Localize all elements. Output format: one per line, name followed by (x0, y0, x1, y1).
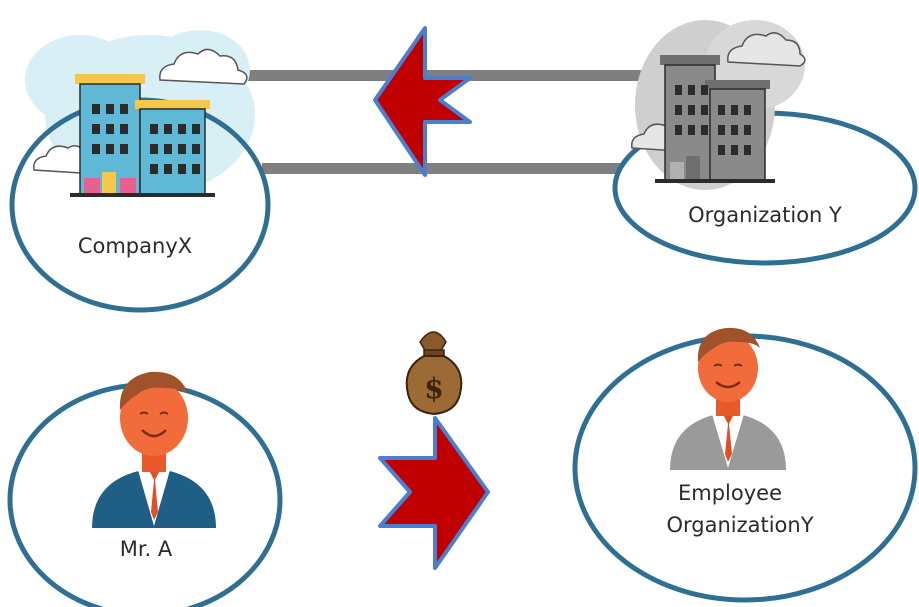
connector-bar-bottom (262, 163, 662, 174)
connector-bar-top (245, 70, 665, 81)
money-bag-icon: $ (405, 331, 463, 416)
building-icon (70, 74, 215, 197)
mr-a-node: Mr. A (7, 371, 283, 607)
employee-organization-y-node: Employee OrganizationY (572, 327, 918, 603)
arrow-left-icon (373, 26, 472, 177)
person-icon (92, 371, 216, 528)
organization-y-label: Organization Y (688, 203, 842, 227)
cloud-icon (159, 48, 248, 85)
connector-bars (245, 70, 665, 174)
mr-a-label: Mr. A (120, 537, 173, 561)
employee-org-y-label-line1: Employee (678, 481, 782, 505)
cloud-icon (727, 32, 806, 67)
employee-org-y-label-line2: OrganizationY (666, 513, 813, 537)
svg-text:$: $ (424, 372, 443, 405)
building-icon (655, 55, 775, 183)
company-x-label: CompanyX (78, 234, 192, 258)
arrow-right-icon (378, 416, 490, 570)
company-x-node: CompanyX (9, 30, 271, 313)
organization-y-node: Organization Y (612, 20, 918, 266)
person-icon (670, 327, 786, 470)
